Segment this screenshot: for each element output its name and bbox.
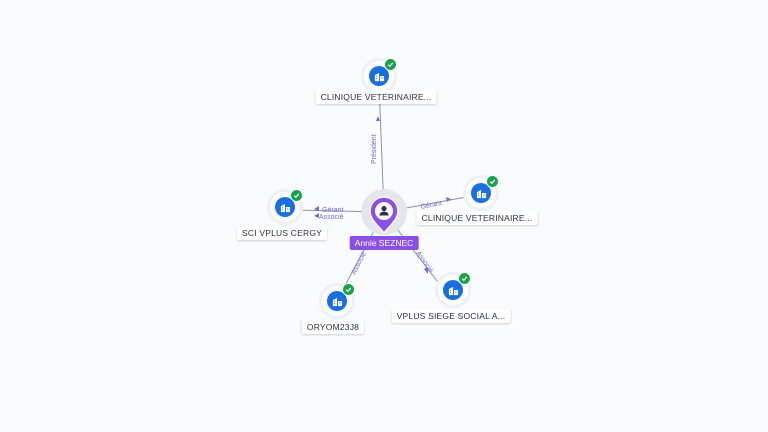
company-label-clinique-veterinaire-2[interactable]: CLINIQUE VETERINAIRE... [416,211,538,225]
company-label-vplus-siege-social[interactable]: VPLUS SIEGE SOCIAL A... [391,309,511,323]
company-node-sci-vplus-cergy[interactable] [270,189,303,222]
arrow-associe-sci [314,213,319,218]
company-node-clinique-veterinaire-1[interactable] [364,58,397,91]
person-name-label[interactable]: Annie SEZNEC [349,236,419,250]
company-node-oryom23j8[interactable] [322,283,355,316]
building-icon [332,297,342,306]
edge-label-gerant-clinique: Gérant [420,200,442,211]
company-node-vplus-siege-social[interactable] [438,272,471,305]
edge-label-associe-sci: Associé [319,214,344,221]
edge-label-associe-oryom: Associé [351,251,368,276]
building-icon [448,286,458,295]
edge-label-gerant-sci: Gérant [322,207,343,214]
company-label-oryom23j8[interactable]: ORYOM23J8 [301,320,365,334]
edge-label-president: Président [371,134,378,164]
arrow-president [376,116,380,121]
building-icon [280,203,290,212]
company-node-clinique-veterinaire-2[interactable] [466,175,499,208]
verified-check-icon [486,175,499,188]
verified-check-icon [458,272,471,285]
verified-check-icon [384,58,397,71]
arrow-associe-vplus [424,267,428,274]
verified-check-icon [290,189,303,202]
building-icon [476,189,486,198]
company-label-sci-vplus-cergy[interactable]: SCI VPLUS CERGY [237,226,327,240]
edge-label-associe-vplus: Associé [414,250,434,274]
arrow-gerant-sci [314,206,319,211]
company-label-clinique-veterinaire-1[interactable]: CLINIQUE VETERINAIRE... [315,90,437,104]
person-icon [379,205,389,216]
verified-check-icon [342,283,355,296]
person-node[interactable] [368,196,400,235]
arrow-gerant-clinique [446,197,451,202]
building-icon [374,72,384,81]
